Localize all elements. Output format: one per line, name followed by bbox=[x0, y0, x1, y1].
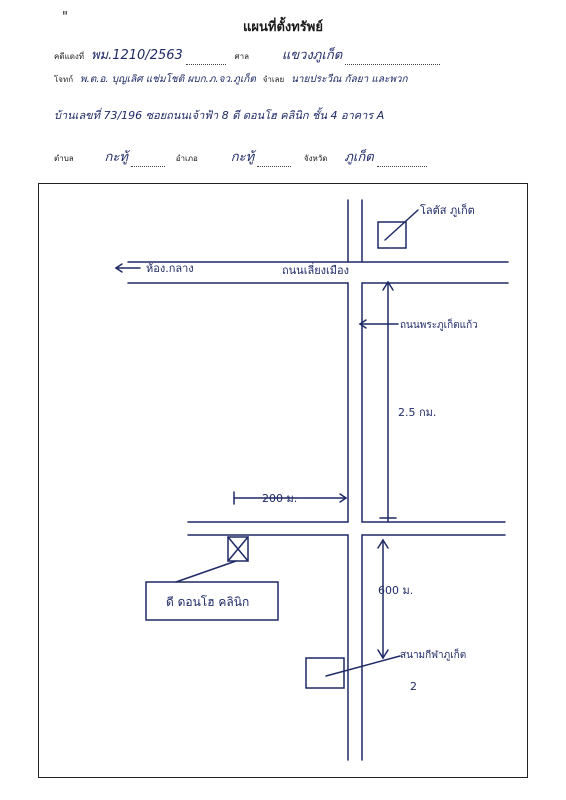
property-pointer-line bbox=[175, 560, 237, 583]
case-label: คดีแดงที่ bbox=[54, 52, 85, 61]
address-value: บ้านเลขที่ 73/196 ซอยถนนเจ้าฟ้า 8 ดี ดอน… bbox=[54, 109, 385, 122]
plaintiff-value: พ.ต.อ. บุญเลิศ แช่มโชติ ผบก.ภ.จว.ภูเก็ต bbox=[79, 74, 256, 85]
distance-horizontal-label: 200 ม. bbox=[262, 492, 297, 505]
corner-mark: " bbox=[62, 10, 68, 25]
page-title: แผนที่ตั้งทรัพย์ bbox=[243, 20, 323, 35]
property-cross-b bbox=[227, 536, 249, 562]
road-right-label: ถนนพระภูเก็ตแก้ว bbox=[400, 317, 478, 331]
property-label-box bbox=[145, 581, 279, 621]
province-value: ภูเก็ต bbox=[344, 150, 374, 165]
parties-row: โจทก์ พ.ต.อ. บุญเลิศ แช่มโชติ ผบก.ภ.จว.ภ… bbox=[54, 72, 408, 87]
plaintiff-label: โจทก์ bbox=[54, 75, 74, 84]
property-label: ดี ดอนโฮ คลินิก bbox=[166, 595, 249, 609]
subdistrict-dots bbox=[130, 156, 165, 167]
subdistrict-value: กะทู้ bbox=[104, 150, 128, 165]
property-building-box bbox=[227, 536, 249, 562]
distance-vertical-label: 2.5 กม. bbox=[398, 406, 436, 419]
district-label: อำเภอ bbox=[175, 154, 198, 163]
defendant-value: นายประวีณ กัลยา และพวก bbox=[291, 74, 408, 85]
defendant-label: จำเลย bbox=[262, 75, 285, 84]
lotus-building-box bbox=[377, 221, 407, 249]
case-row: คดีแดงที่ พม.1210/2563 ศาล แขวงภูเก็ต bbox=[54, 44, 441, 65]
road-top-label: ถนนเลี่ยงเมือง bbox=[282, 262, 349, 277]
map-frame bbox=[38, 183, 528, 778]
location-row: ตำบล กะทู้ อำเภอ กะทู้ จังหวัด ภูเก็ต bbox=[54, 146, 427, 167]
case-value: พม.1210/2563 bbox=[90, 48, 183, 63]
distance-lower-arrow-top bbox=[377, 538, 389, 549]
left-arrow-label: ห้อง.กลาง bbox=[146, 262, 194, 275]
court-dots bbox=[345, 54, 441, 65]
road-right-pointer-head bbox=[358, 319, 367, 329]
address-row: บ้านเลขที่ 73/196 ซอยถนนเจ้าฟ้า 8 ดี ดอน… bbox=[54, 106, 384, 124]
province-label: จังหวัด bbox=[303, 154, 328, 163]
province-dots bbox=[376, 156, 427, 167]
court-value: แขวงภูเก็ต bbox=[281, 48, 343, 63]
court-label: ศาล bbox=[234, 52, 250, 61]
distance-lower-label: 600 ม. bbox=[378, 584, 413, 597]
left-arrow-head bbox=[114, 263, 123, 273]
case-dots bbox=[185, 54, 226, 65]
lotus-label: โลตัส ภูเก็ต bbox=[420, 203, 475, 217]
lotus-pointer-line bbox=[384, 209, 419, 241]
stadium-label: สนามกีฬาภูเก็ต bbox=[400, 647, 466, 661]
stadium-pointer-line bbox=[325, 655, 401, 677]
distance-horizontal-arrow bbox=[339, 493, 348, 503]
subdistrict-label: ตำบล bbox=[54, 154, 74, 163]
distance-lower-arrow-bottom bbox=[377, 649, 389, 660]
distance-vertical-arrow-top bbox=[382, 280, 394, 291]
stadium-number: 2 bbox=[410, 680, 417, 693]
stadium-building-box bbox=[305, 657, 345, 689]
district-value: กะทู้ bbox=[230, 150, 255, 165]
district-dots bbox=[257, 156, 292, 167]
